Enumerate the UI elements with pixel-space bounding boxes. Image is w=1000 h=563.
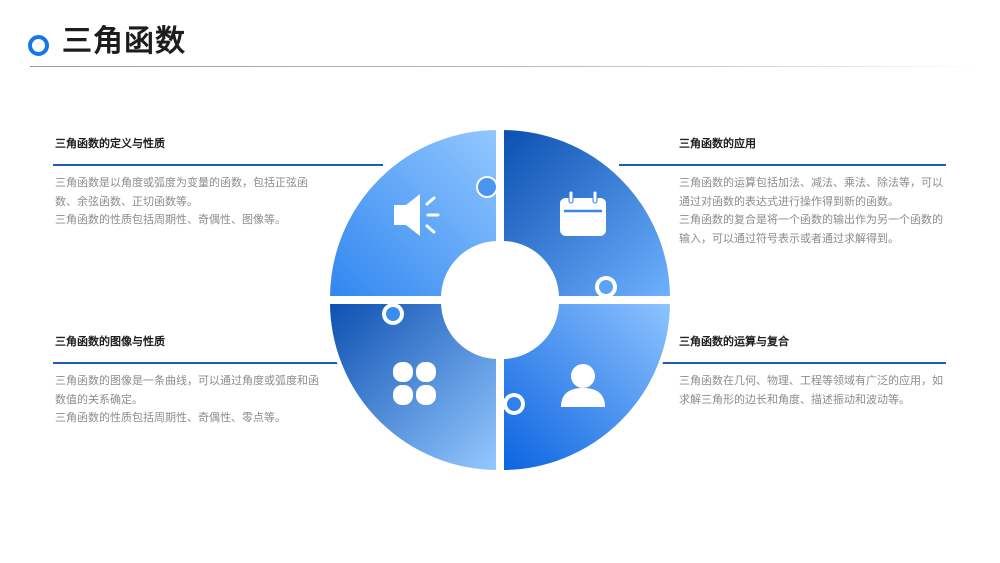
block-operation: 三角函数的运算与复合 三角函数在几何、物理、工程等领域有广泛的应用，如求解三角形… — [619, 333, 946, 409]
user-icon — [561, 364, 605, 407]
block-application: 三角函数的应用 三角函数的运算包括加法、减法、乘法、除法等，可以通过对函数的表达… — [619, 135, 946, 248]
megaphone-icon — [394, 194, 440, 236]
block-line: 三角函数的复合是将一个函数的输出作为另一个函数的输入，可以通过符号表示或者通过求… — [679, 213, 943, 245]
block-line: 三角函数是以角度或弧度为变量的函数，包括正弦函数、余弦函数、正切函数等。 — [55, 176, 308, 208]
title-ring-icon — [28, 35, 49, 56]
calendar-icon — [560, 190, 606, 236]
block-title: 三角函数的运算与复合 — [679, 335, 789, 348]
block-body: 三角函数是以角度或弧度为变量的函数，包括正弦函数、余弦函数、正切函数等。 三角函… — [55, 164, 321, 230]
page-title: 三角函数 — [62, 24, 186, 59]
block-divider — [619, 362, 946, 364]
apps-grid-icon — [393, 362, 436, 405]
block-title: 三角函数的定义与性质 — [55, 137, 165, 150]
block-divider — [53, 164, 383, 166]
block-divider — [619, 164, 946, 166]
block-body: 三角函数在几何、物理、工程等领域有广泛的应用，如求解三角形的边长和角度、描述振动… — [679, 362, 945, 409]
block-line: 三角函数的图像是一条曲线，可以通过角度或弧度和函数值的关系确定。 — [55, 374, 319, 406]
block-title: 三角函数的应用 — [679, 137, 756, 150]
ring-segment-bottom-left — [326, 300, 500, 474]
block-graph: 三角函数的图像与性质 三角函数的图像是一条曲线，可以通过角度或弧度和函数值的关系… — [53, 333, 383, 428]
block-line: 三角函数的性质包括周期性、奇偶性、图像等。 — [55, 213, 286, 226]
block-definition: 三角函数的定义与性质 三角函数是以角度或弧度为变量的函数，包括正弦函数、余弦函数… — [53, 135, 383, 230]
block-divider — [53, 362, 383, 364]
block-body: 三角函数的运算包括加法、减法、乘法、除法等，可以通过对函数的表达式进行操作得到新… — [679, 164, 945, 248]
block-line: 三角函数的性质包括周期性、奇偶性、零点等。 — [55, 411, 286, 424]
block-body: 三角函数的图像是一条曲线，可以通过角度或弧度和函数值的关系确定。 三角函数的性质… — [55, 362, 321, 428]
block-title: 三角函数的图像与性质 — [55, 335, 165, 348]
block-line: 三角函数在几何、物理、工程等领域有广泛的应用，如求解三角形的边长和角度、描述振动… — [679, 374, 943, 406]
title-divider — [30, 66, 980, 67]
block-line: 三角函数的运算包括加法、减法、乘法、除法等，可以通过对函数的表达式进行操作得到新… — [679, 176, 943, 208]
